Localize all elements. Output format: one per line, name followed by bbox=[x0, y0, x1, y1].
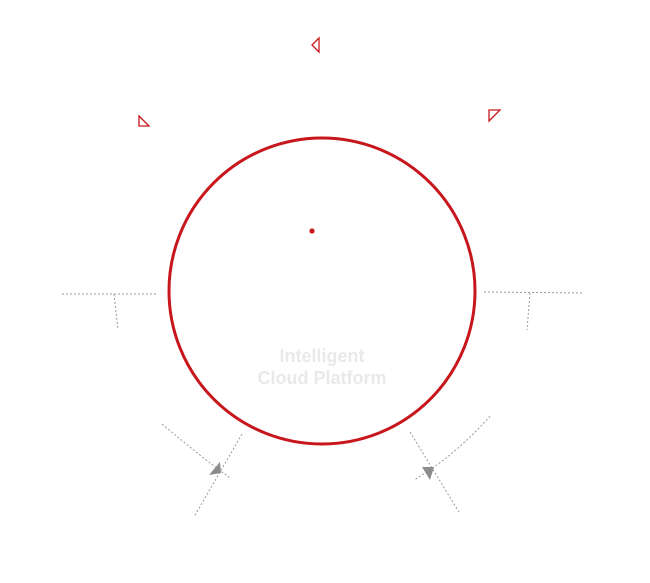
center-dot bbox=[309, 228, 315, 234]
bottom-left-connector bbox=[161, 423, 243, 518]
center-label-line2: Cloud Platform bbox=[257, 368, 387, 388]
left-connector bbox=[62, 293, 158, 331]
triangle-marker-icon bbox=[138, 114, 151, 127]
triangle-marker-icon bbox=[488, 109, 502, 123]
right-connector bbox=[483, 291, 584, 331]
triangle-marker-icon bbox=[311, 36, 320, 54]
arrowhead-icon bbox=[209, 462, 221, 475]
center-label-line1: Intelligent bbox=[279, 346, 365, 366]
main-ring bbox=[167, 136, 477, 446]
arrowhead-icon bbox=[422, 467, 434, 480]
center-label: Intelligent Cloud Platform bbox=[222, 345, 422, 389]
bottom-right-connector bbox=[409, 415, 491, 513]
